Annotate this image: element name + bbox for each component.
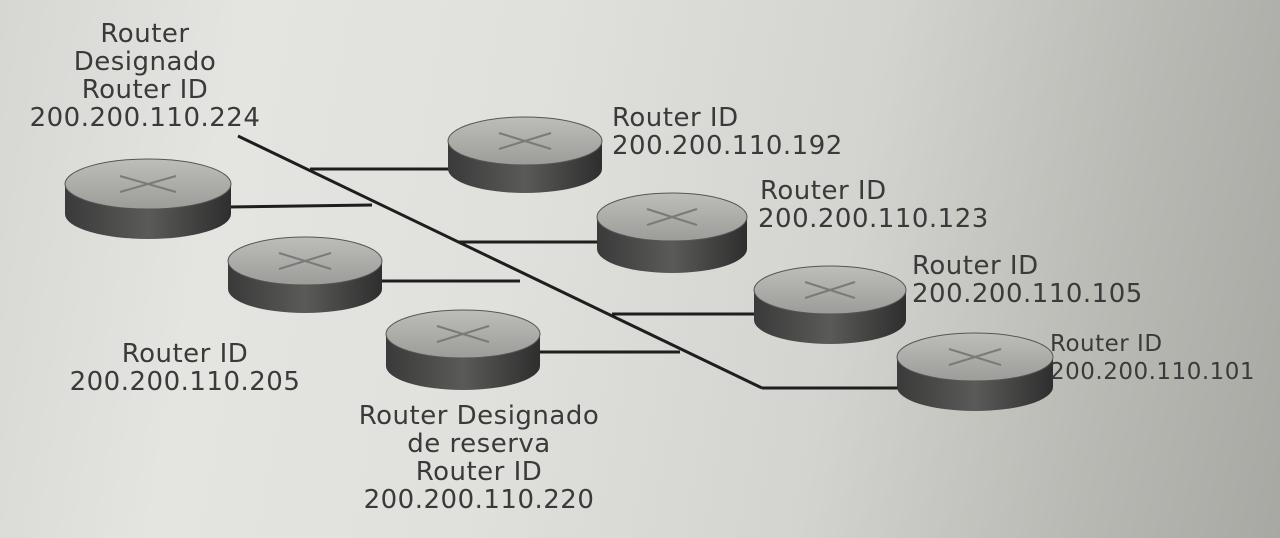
- router-r101-icon: [896, 332, 1054, 411]
- label-line: 200.200.110.205: [69, 367, 301, 397]
- label-router-dr: Router Designado Router ID 200.200.110.2…: [14, 20, 276, 132]
- label-router-r105: Router ID 200.200.110.105: [912, 252, 1143, 308]
- network-links: [227, 134, 900, 390]
- label-line: Router Designado: [358, 401, 600, 431]
- label-router-bdr: Router Designado de reserva Router ID 20…: [346, 402, 612, 514]
- label-router-r101: Router ID 200.200.110.101: [1050, 330, 1255, 386]
- label-router-r205: Router ID 200.200.110.205: [60, 340, 310, 396]
- router-r123-icon: [596, 192, 748, 273]
- label-line: Designado: [73, 47, 217, 77]
- label-router-r192: Router ID 200.200.110.192: [612, 104, 843, 160]
- label-line: 200.200.110.192: [612, 131, 843, 161]
- label-line: Router ID: [81, 75, 209, 105]
- label-line: de reserva: [407, 429, 551, 459]
- router-r205-icon: [227, 236, 383, 313]
- label-line: Router ID: [415, 457, 543, 487]
- label-line: Router ID: [912, 251, 1039, 281]
- label-line: Router ID: [1050, 331, 1163, 357]
- label-line: 200.200.110.101: [1050, 359, 1256, 385]
- label-line: 200.200.110.220: [363, 485, 595, 515]
- router-bdr-icon: [385, 309, 541, 390]
- label-line: 200.200.110.224: [29, 103, 261, 133]
- backbone-line: [237, 134, 763, 390]
- link-dr: [227, 203, 373, 209]
- label-line: Router ID: [121, 339, 249, 369]
- label-line: 200.200.110.123: [758, 204, 989, 234]
- label-line: Router ID: [760, 176, 887, 206]
- router-dr-icon: [64, 158, 232, 239]
- label-router-r123: Router ID 200.200.110.123: [758, 177, 989, 233]
- label-line: Router ID: [612, 103, 739, 133]
- label-line: Router: [100, 19, 190, 49]
- router-r192-icon: [447, 116, 603, 193]
- router-r105-icon: [753, 265, 907, 344]
- label-line: 200.200.110.105: [912, 279, 1143, 309]
